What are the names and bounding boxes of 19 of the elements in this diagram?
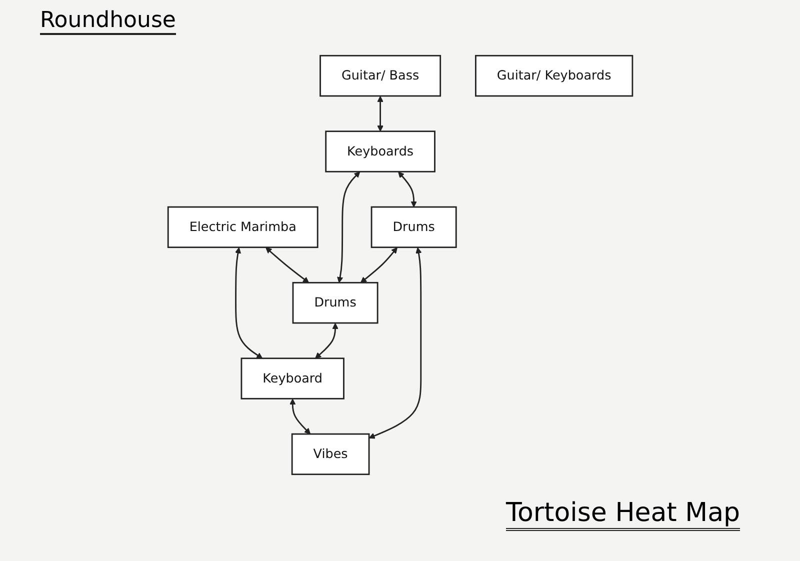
- node-box: Keyboards: [324, 130, 436, 172]
- title: Roundhouse: [40, 8, 176, 35]
- arrow: [360, 247, 398, 283]
- arrow: [336, 172, 360, 283]
- node-box: Keyboard: [240, 358, 344, 400]
- node-box: Drums: [370, 206, 457, 248]
- arrow: [398, 172, 417, 208]
- arrow: [234, 247, 262, 359]
- node-box: Guitar/ Bass: [319, 54, 441, 97]
- arrow: [368, 247, 422, 439]
- caption: Tortoise Heat Map: [506, 498, 740, 531]
- arrow: [265, 247, 309, 283]
- node-box: Drums: [292, 282, 378, 324]
- node-box: Guitar/ Keyboards: [474, 54, 633, 97]
- arrow: [289, 398, 310, 434]
- node-box: Electric Marimba: [167, 206, 318, 248]
- arrow: [314, 323, 338, 359]
- arrow: [376, 96, 384, 132]
- node-box: Vibes: [291, 433, 370, 476]
